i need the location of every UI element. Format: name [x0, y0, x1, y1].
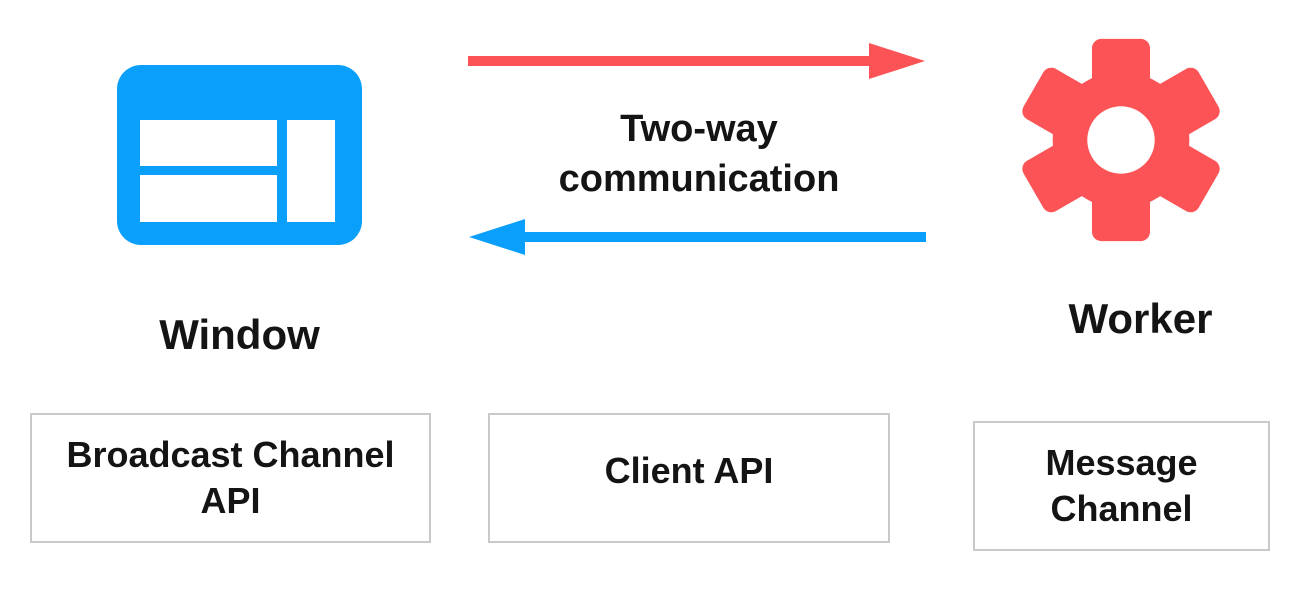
communication-label: Two-way communication	[470, 104, 928, 204]
box-broadcast-channel-api: Broadcast Channel API	[30, 413, 431, 543]
window-label: Window	[159, 311, 320, 358]
arrow-left-icon	[468, 217, 926, 257]
gear-icon	[1018, 32, 1224, 248]
box-broadcast-channel-api-label: Broadcast Channel API	[66, 434, 395, 521]
communication-label-line2: communication	[558, 158, 840, 200]
box-client-api: Client API	[488, 413, 890, 543]
worker-label: Worker	[1068, 295, 1213, 342]
box-message-channel: Message Channel	[973, 421, 1270, 551]
arrow-right-icon	[468, 41, 926, 81]
box-client-api-label: Client API	[604, 450, 774, 491]
box-message-channel-label: Message Channel	[1045, 442, 1198, 529]
browser-window-icon	[117, 65, 362, 245]
communication-label-line1: Two-way	[620, 108, 778, 150]
